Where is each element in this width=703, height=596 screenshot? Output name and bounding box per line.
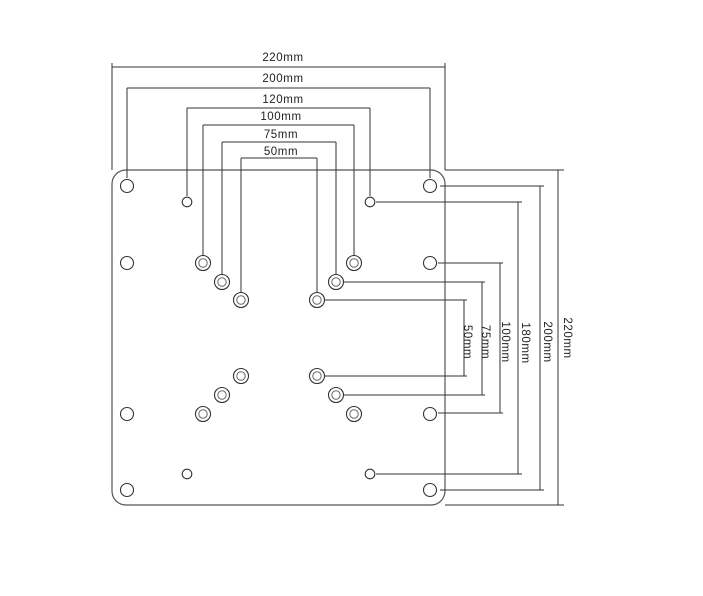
hole-200-bottom-left xyxy=(119,482,135,498)
horizontal-dimensions: 220mm 200mm 120mm 100mm 75mm 50mm xyxy=(111,52,446,293)
hole-50-bottom-left xyxy=(232,367,250,385)
hole-120-bottom-right xyxy=(364,468,376,480)
hole-75-bottom-left xyxy=(213,386,231,404)
label-75mm-horizontal: 75mm xyxy=(264,129,298,141)
label-50mm-horizontal: 50mm xyxy=(264,146,298,158)
hole-100-bottom-left xyxy=(194,405,212,423)
vertical-dimensions: 220mm 200mm 180mm 100mm 75mm 50mm xyxy=(324,169,573,506)
hole-120-top-right xyxy=(364,196,376,208)
hole-200-bottom-right xyxy=(422,482,438,498)
hole-120-top-left xyxy=(181,196,193,208)
hole-75-top-left xyxy=(213,273,231,291)
label-120mm-horizontal: 120mm xyxy=(262,94,303,106)
hole-75-top-right xyxy=(327,273,345,291)
mounting-plate xyxy=(111,169,446,506)
hole-200-top-right xyxy=(422,178,438,194)
label-75mm-vertical: 75mm xyxy=(479,325,491,359)
label-50mm-vertical: 50mm xyxy=(461,325,473,359)
label-100mm-horizontal: 100mm xyxy=(260,111,301,123)
label-200mm-vertical: 200mm xyxy=(541,321,553,362)
hole-200x100-top-right xyxy=(422,255,438,271)
label-220mm-vertical: 220mm xyxy=(561,317,573,358)
hole-200x100-bottom-right xyxy=(422,406,438,422)
hole-120-bottom-left xyxy=(181,468,193,480)
label-180mm-vertical: 180mm xyxy=(519,322,531,363)
hole-100-bottom-right xyxy=(345,405,363,423)
label-220mm-horizontal: 220mm xyxy=(262,52,303,64)
hole-200x100-top-left xyxy=(119,255,135,271)
mounting-holes xyxy=(119,178,438,498)
hole-75-bottom-right xyxy=(327,386,345,404)
hole-50-top-left xyxy=(232,291,250,309)
hole-200x100-bottom-left xyxy=(119,406,135,422)
label-200mm-horizontal: 200mm xyxy=(262,73,303,85)
hole-50-bottom-right xyxy=(308,367,326,385)
hole-200-top-left xyxy=(119,178,135,194)
hole-100-top-left xyxy=(194,254,212,272)
hole-50-top-right xyxy=(308,291,326,309)
label-100mm-vertical: 100mm xyxy=(499,321,511,362)
hole-100-top-right xyxy=(345,254,363,272)
